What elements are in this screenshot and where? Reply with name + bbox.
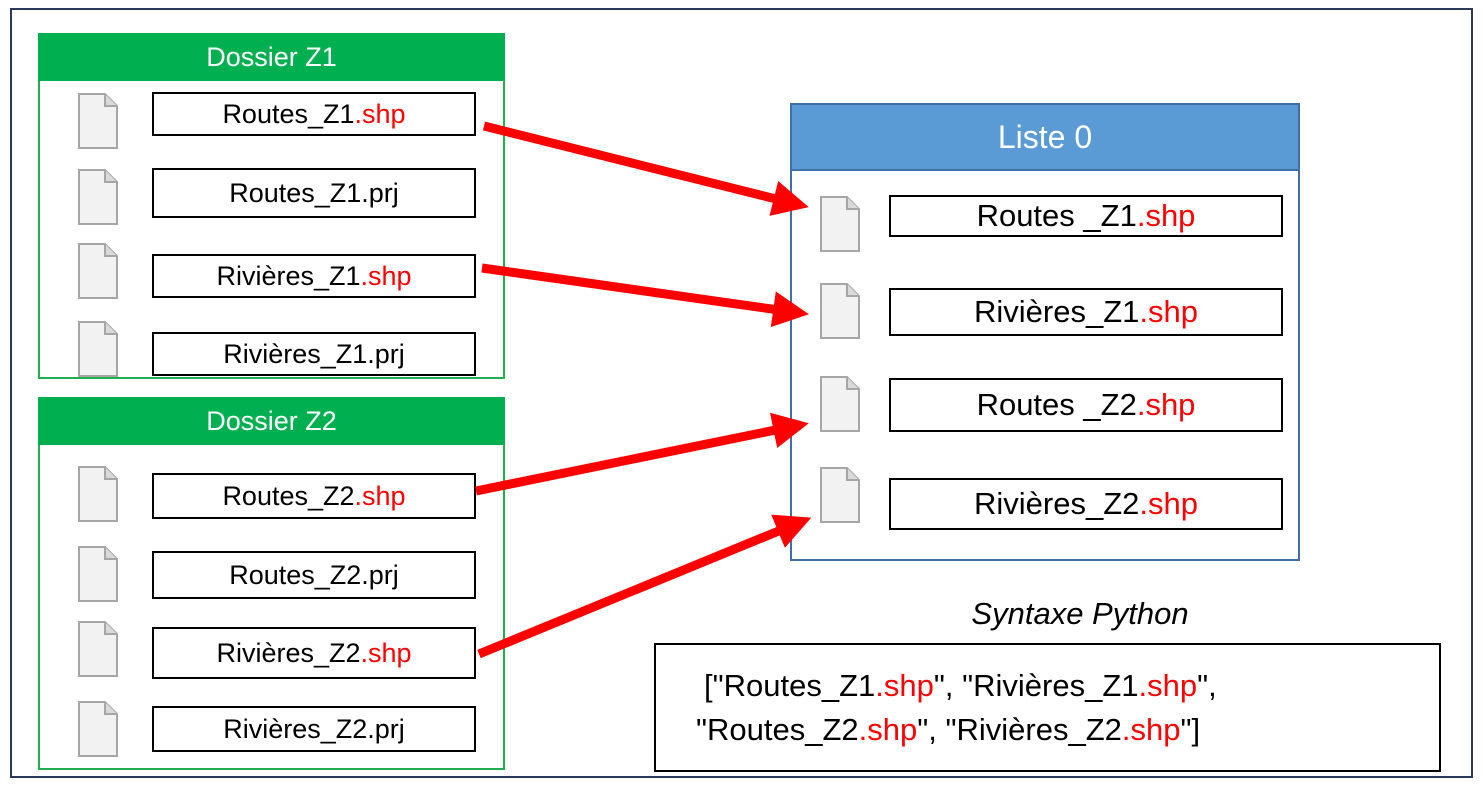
python-list-code: ["Routes_Z1.shp", "Rivières_Z1.shp", "Ro…: [654, 643, 1441, 772]
file-extension: .shp: [360, 260, 412, 291]
code-extension: .shp: [875, 667, 934, 703]
file-extension: .shp: [354, 480, 406, 511]
folder-z1-file-2: Routes_Z1.prj: [152, 168, 476, 218]
code-text: "]: [1180, 711, 1201, 747]
file-icon: [73, 320, 121, 378]
file-name: Rivières_Z1: [223, 338, 368, 369]
file-icon: [73, 700, 121, 758]
file-icon: [73, 242, 121, 300]
file-extension: .shp: [354, 98, 406, 129]
code-text: ",: [1197, 667, 1217, 703]
code-line-2: "Routes_Z2.shp", "Rivières_Z2.shp"]: [656, 708, 1439, 752]
diagram-frame: [10, 8, 1473, 778]
folder-z2-header: Dossier Z2: [38, 397, 505, 445]
syntax-caption: Syntaxe Python: [971, 596, 1189, 631]
file-icon: [73, 545, 121, 603]
file-extension: .shp: [1136, 387, 1196, 422]
code-extension: .shp: [1138, 667, 1198, 703]
folder-z1-file-4: Rivières_Z1.prj: [152, 332, 476, 376]
folder-z2-file-2: Routes_Z2.prj: [152, 551, 476, 599]
file-icon: [73, 92, 121, 150]
file-name: Routes_Z2: [229, 559, 362, 590]
file-name: Routes_Z1: [229, 177, 362, 208]
file-extension: .prj: [361, 559, 399, 590]
file-name: Rivières_Z2: [216, 637, 361, 668]
file-name: Routes_Z1: [222, 98, 355, 129]
liste-item-1: Routes _Z1.shp: [889, 195, 1283, 237]
code-line-1: ["Routes_Z1.shp", "Rivières_Z1.shp",: [656, 664, 1439, 708]
liste-0-header: Liste 0: [790, 103, 1300, 171]
file-extension: .shp: [1136, 198, 1196, 233]
file-name: Routes_Z2: [222, 480, 355, 511]
arrow-rivieres-z2: [477, 514, 812, 659]
file-extension: .prj: [367, 713, 405, 744]
file-icon: [815, 466, 863, 524]
arrow-routes-z2: [475, 412, 809, 496]
arrow-rivieres-z1: [481, 263, 809, 328]
file-name: Rivières_Z2: [974, 486, 1140, 521]
folder-z2-file-4: Rivières_Z2.prj: [152, 706, 476, 752]
file-name: Rivières_Z1: [216, 260, 361, 291]
code-text: "Routes_Z2: [696, 711, 859, 747]
file-extension: .shp: [360, 637, 412, 668]
file-icon: [815, 195, 863, 253]
file-icon: [73, 465, 121, 523]
file-name: Rivières_Z1: [974, 294, 1140, 329]
folder-z1-file-1: Routes_Z1.shp: [152, 92, 476, 136]
folder-z2-file-3: Rivières_Z2.shp: [152, 627, 476, 679]
code-text: ["Routes_Z1: [704, 667, 876, 703]
file-extension: .prj: [361, 177, 399, 208]
folder-z2-file-1: Routes_Z2.shp: [152, 473, 476, 519]
liste-item-4: Rivières_Z2.shp: [889, 478, 1283, 530]
file-extension: .shp: [1139, 294, 1198, 329]
code-extension: .shp: [1121, 711, 1181, 747]
file-name: Routes _Z1: [976, 198, 1137, 233]
file-extension: .shp: [1139, 486, 1198, 521]
file-name: Rivières_Z2: [223, 713, 368, 744]
code-extension: .shp: [858, 711, 918, 747]
liste-item-3: Routes _Z2.shp: [889, 378, 1283, 432]
file-name: Routes _Z2: [976, 387, 1137, 422]
file-extension: .prj: [367, 338, 405, 369]
code-text: ", "Rivières_Z1: [933, 667, 1139, 703]
file-icon: [73, 168, 121, 226]
file-icon: [815, 282, 863, 340]
folder-z1-file-3: Rivières_Z1.shp: [152, 254, 476, 298]
folder-z1-header: Dossier Z1: [38, 33, 505, 81]
arrow-routes-z1: [482, 121, 809, 216]
file-icon: [815, 375, 863, 433]
liste-item-2: Rivières_Z1.shp: [889, 288, 1283, 336]
code-text: ", "Rivières_Z2: [917, 711, 1122, 747]
file-icon: [73, 620, 121, 678]
